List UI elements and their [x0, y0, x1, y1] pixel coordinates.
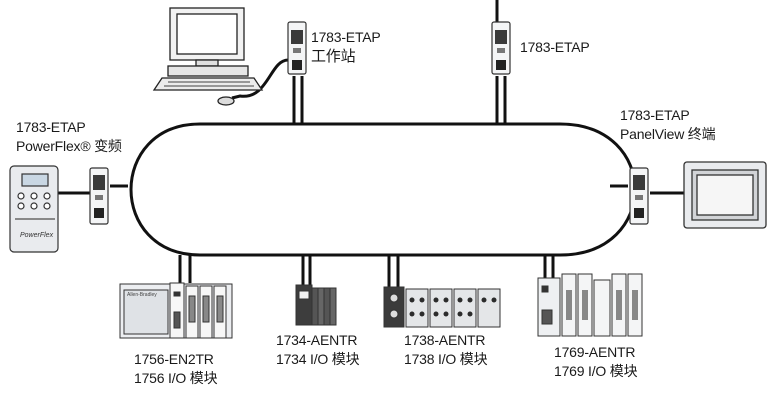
label-etap-powerflex: 1783-ETAP PowerFlex® 变频: [16, 118, 122, 156]
adapter-1769-model: 1769-AENTR: [554, 344, 636, 360]
panelview-terminal: [683, 161, 767, 229]
label-adapter-1769: 1769-AENTR 1769 I/O 模块: [554, 343, 638, 381]
etap-powerflex-model: 1783-ETAP: [16, 119, 86, 135]
label-adapter-1756: 1756-EN2TR 1756 I/O 模块: [134, 350, 218, 388]
chassis-1769: [537, 273, 643, 337]
etap-workstation-name: 工作站: [311, 48, 356, 65]
workstation-computer: [152, 7, 264, 106]
etap-module-panelview: [629, 167, 649, 225]
powerflex-drive: [9, 165, 59, 253]
label-etap-workstation: 1783-ETAP 工作站: [311, 28, 381, 66]
etap-module-top-right: [491, 21, 511, 75]
etap-panelview-name: PanelView 终端: [620, 126, 716, 142]
powerflex-brand-text: PowerFlex: [20, 232, 54, 239]
adapter-1734-name: 1734 I/O 模块: [276, 351, 360, 367]
etap-top-right-model: 1783-ETAP: [520, 39, 590, 55]
adapter-1769-name: 1769 I/O 模块: [554, 363, 638, 379]
adapter-1756-model: 1756-EN2TR: [134, 351, 214, 367]
adapter-1738-name: 1738 I/O 模块: [404, 351, 488, 367]
adapter-1756-name: 1756 I/O 模块: [134, 370, 218, 386]
label-etap-panelview: 1783-ETAP PanelView 终端: [620, 106, 716, 144]
adapter-1734-model: 1734-AENTR: [276, 332, 358, 348]
drop-lines: [58, 0, 684, 287]
etap-panelview-model: 1783-ETAP: [620, 107, 690, 123]
ab-logo-text: Allen-Bradley: [127, 292, 157, 298]
chassis-1756: [119, 282, 233, 339]
etap-module-powerflex: [89, 167, 109, 225]
label-adapter-1734: 1734-AENTR 1734 I/O 模块: [276, 331, 360, 369]
label-etap-top-right: 1783-ETAP: [520, 38, 590, 57]
etap-workstation-model: 1783-ETAP: [311, 29, 381, 45]
chassis-1734: [295, 284, 337, 326]
ring-network-cable: [129, 122, 637, 257]
etap-module-workstation: [287, 21, 307, 75]
adapter-1738-model: 1738-AENTR: [404, 332, 486, 348]
chassis-1738: [383, 286, 501, 328]
etap-powerflex-name: PowerFlex® 变频: [16, 138, 122, 154]
label-adapter-1738: 1738-AENTR 1738 I/O 模块: [404, 331, 488, 369]
